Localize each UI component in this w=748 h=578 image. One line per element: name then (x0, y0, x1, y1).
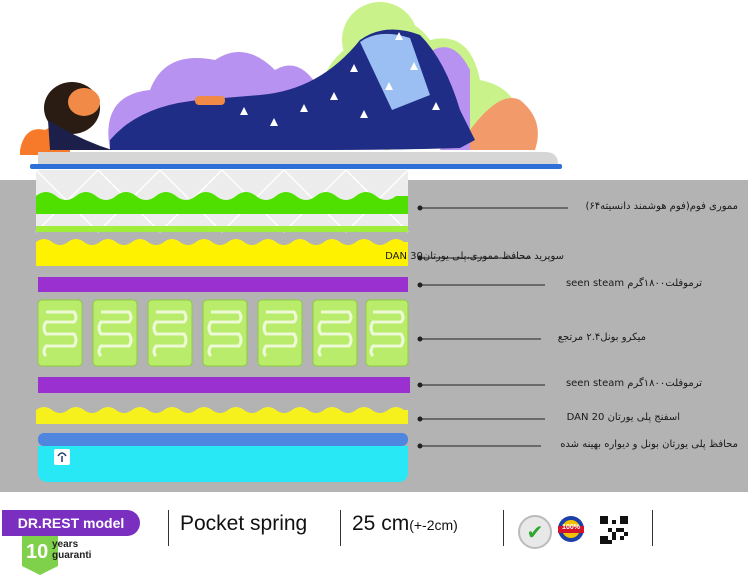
warranty-guaranti: guaranti (52, 550, 92, 561)
sleeping-person (44, 29, 475, 151)
label-protector: محافظ پلی یورتان بونل و دیواره بهینه شده (560, 439, 738, 450)
layer-protector-base (38, 446, 408, 482)
quality-check-icon: ✔ (518, 515, 552, 549)
warranty-number: 10 (26, 541, 49, 563)
layer-memory-foam (36, 192, 408, 214)
layer-thermo-felt-top (38, 277, 408, 292)
separator (168, 510, 169, 546)
label-micro-bonnell: میکرو بونل۲.۴ مرتجع (557, 332, 646, 343)
top-cover-edge (30, 164, 562, 169)
label-memory-foam: مموری فوم(فوم هوشمند دانسیته۶۴) (585, 201, 738, 212)
layer-thermo-felt-bottom (38, 377, 410, 393)
satisfaction-badge-icon: 100% (556, 514, 586, 546)
label-thermo-felt-top: ترموفلت۱۸۰۰گرم seen steam (565, 278, 702, 289)
separator (340, 510, 341, 546)
separator (652, 510, 653, 546)
height-main: 25 cm (352, 512, 410, 535)
label-super-bed: سوپرید محافظ مموری،پلی یورتان30 DAN (385, 251, 564, 262)
badge-100-text: 100% (562, 524, 580, 531)
warranty-years: years (52, 539, 79, 550)
product-type: Pocket spring (180, 512, 308, 535)
layer-super-bed (36, 239, 408, 266)
layer-protector-top (38, 433, 408, 446)
layer-pu-foam (36, 407, 408, 424)
height-spec: 25 cm(+-2cm) (352, 512, 458, 536)
label-pu-foam: اسفنج پلی یورتان 20 DAN (566, 412, 680, 423)
height-tolerance: (+-2cm) (409, 517, 458, 533)
leader-dots (417, 205, 423, 449)
brand-model-badge: DR.REST model (2, 510, 140, 536)
layer-micro-bonnell (37, 299, 409, 367)
qr-code-icon[interactable] (600, 516, 628, 544)
label-thermo-felt-bottom: ترموفلت۱۸۰۰گرم seen steam (565, 378, 702, 389)
warranty-shield-icon (22, 536, 58, 575)
separator (503, 510, 504, 546)
leader-lines (420, 207, 568, 447)
warranty-text: years guaranti (52, 539, 91, 561)
